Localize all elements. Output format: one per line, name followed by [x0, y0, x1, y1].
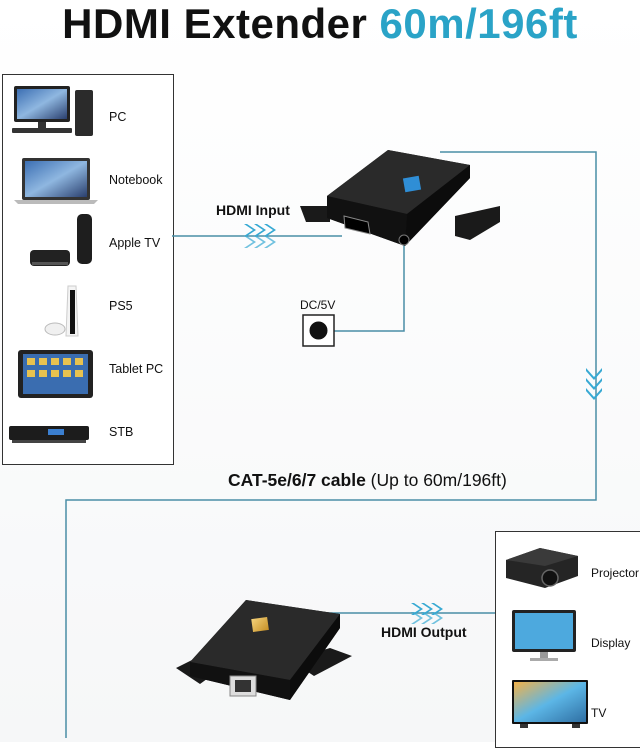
hdmi-output-label: HDMI Output — [381, 624, 467, 640]
source-label-notebook: Notebook — [109, 173, 163, 187]
power-label: DC/5V — [300, 298, 336, 312]
display-label-monitor: Display — [591, 636, 631, 650]
hdmi-output-arrow-icon — [411, 603, 443, 624]
monitor-icon — [512, 610, 576, 661]
cable-caption: CAT-5e/6/7 cable (Up to 60m/196ft) — [228, 470, 507, 491]
ps5-icon — [44, 285, 79, 337]
page-title: HDMI Extender 60m/196ft — [0, 0, 640, 48]
source-label-apple-tv: Apple TV — [109, 236, 161, 250]
source-devices-panel — [2, 74, 174, 465]
pc-icon — [12, 86, 93, 136]
hdmi-input-arrow-icon — [244, 224, 276, 248]
hdmi-input-label: HDMI Input — [216, 202, 290, 218]
cable-name: CAT-5e/6/7 cable — [228, 470, 366, 490]
apple-tv-icon — [30, 214, 92, 266]
source-label-ps5: PS5 — [109, 299, 133, 313]
dc-power-jack-icon — [302, 314, 335, 347]
tablet-icon — [18, 350, 93, 398]
projector-icon — [506, 548, 578, 588]
set-top-box-icon — [9, 426, 89, 443]
transmitter-output-line — [65, 151, 597, 738]
display-label-tv: TV — [591, 706, 607, 720]
tv-icon — [512, 680, 588, 728]
dc-power-line — [334, 240, 405, 332]
cable-down-arrow-icon — [586, 368, 602, 400]
cable-length: (Up to 60m/196ft) — [370, 470, 507, 490]
receiver-device-icon — [176, 600, 352, 700]
display-label-projector: Projector — [591, 566, 640, 580]
transmitter-device-icon — [300, 150, 500, 246]
title-main: HDMI Extender — [62, 0, 368, 47]
source-label-pc: PC — [109, 110, 127, 124]
source-label-stb: STB — [109, 425, 134, 439]
title-accent: 60m/196ft — [379, 0, 578, 47]
source-label-tablet: Tablet PC — [109, 362, 164, 376]
notebook-icon — [14, 158, 98, 204]
